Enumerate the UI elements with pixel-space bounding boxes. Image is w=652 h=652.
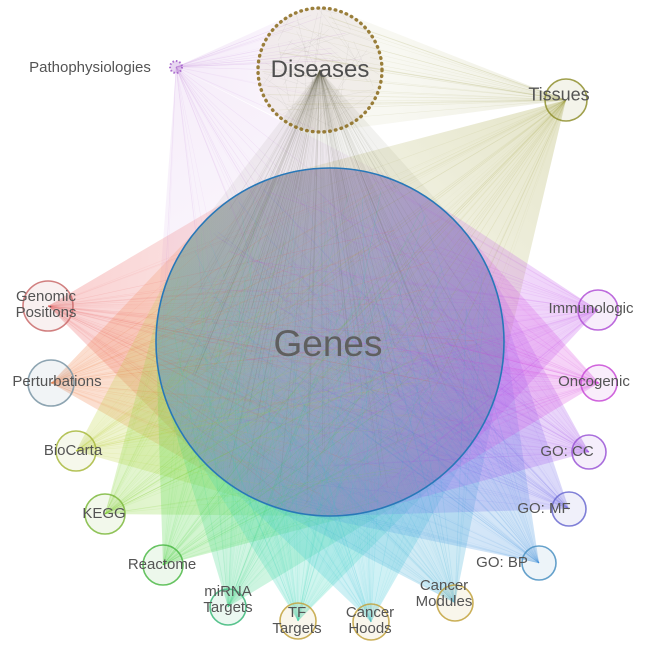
nodes (22, 6, 619, 641)
node-circle-kegg[interactable] (84, 493, 126, 535)
genes-circle-fill (156, 168, 504, 516)
node-label-pathophysiologies[interactable]: Pathophysiologies (29, 58, 151, 76)
node-label-immunologic[interactable]: Immunologic (548, 299, 634, 317)
node-circle-genes[interactable] (155, 167, 505, 517)
node-label-oncogenic[interactable]: Oncogenic (558, 372, 630, 390)
node-label-diseases[interactable]: Diseases (270, 56, 370, 84)
node-circle-biocarta[interactable] (55, 430, 97, 472)
node-circle-diseases[interactable] (256, 6, 384, 134)
node-circle-tissues[interactable] (544, 78, 588, 122)
node-circle-oncogenic[interactable] (580, 364, 618, 402)
node-label-tissues[interactable]: Tissues (528, 84, 590, 105)
node-circle-tf-targets[interactable] (279, 602, 317, 640)
node-label-genomic-positions[interactable]: Genomic Positions (15, 287, 77, 321)
node-circle-go-cc[interactable] (571, 434, 607, 470)
node-circle-perturbations[interactable] (27, 359, 75, 407)
node-label-biocarta[interactable]: BioCarta (43, 441, 103, 459)
node-circle-go-mf[interactable] (551, 491, 587, 527)
node-label-mirna-targets[interactable]: miRNA Targets (203, 582, 253, 616)
node-label-tf-targets[interactable]: TF Targets (272, 603, 322, 637)
node-circle-go-bp[interactable] (521, 545, 557, 581)
node-circle-cancer-hoods[interactable] (352, 603, 390, 641)
edge-bundle-pathophysiologies-diseases (176, 7, 383, 132)
edge-bundles (48, 7, 599, 622)
node-label-go-mf[interactable]: GO: MF (517, 499, 571, 517)
node-label-cancer-modules[interactable]: Cancer Modules (415, 576, 473, 610)
node-circle-cancer-modules[interactable] (436, 584, 474, 622)
node-circle-immunologic[interactable] (577, 289, 619, 331)
node-label-go-cc[interactable]: GO: CC (540, 442, 594, 460)
node-label-reactome[interactable]: Reactome (127, 555, 197, 573)
node-label-perturbations[interactable]: Perturbations (12, 372, 102, 390)
node-label-cancer-hoods[interactable]: Cancer Hoods (345, 603, 395, 637)
node-circle-reactome[interactable] (142, 544, 184, 586)
node-label-genes[interactable]: Genes (273, 323, 383, 365)
node-label-go-bp[interactable]: GO: BP (476, 553, 528, 571)
edge-bundle-immunologic (156, 168, 598, 517)
node-circle-mirna-targets[interactable] (209, 588, 247, 626)
node-circle-pathophysiologies[interactable] (169, 60, 183, 74)
node-circle-genomic-positions[interactable] (22, 280, 74, 332)
node-label-kegg[interactable]: KEGG (82, 504, 126, 522)
